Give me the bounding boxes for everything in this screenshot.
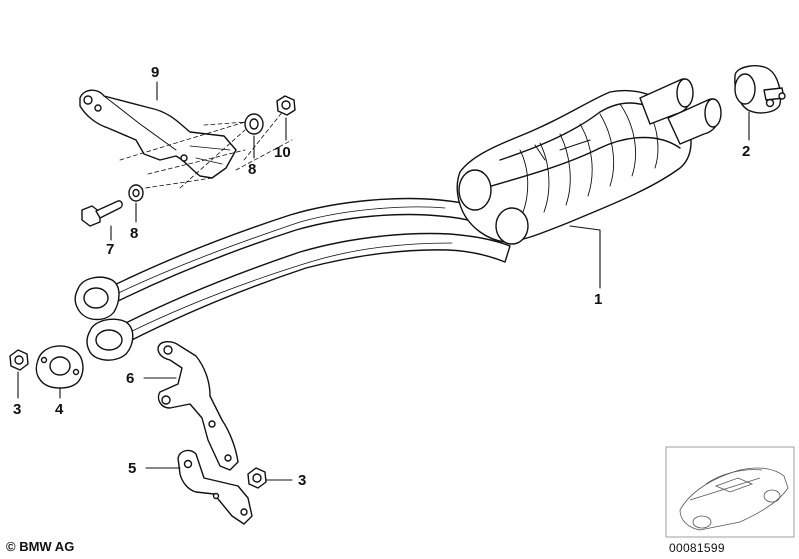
callout-2: 2 bbox=[742, 143, 750, 160]
callout-5: 5 bbox=[128, 460, 136, 477]
callout-4: 4 bbox=[55, 401, 64, 418]
hanger-bracket bbox=[79, 89, 237, 179]
assembly-dash-lines bbox=[119, 109, 293, 191]
drawing-number: 00081599 bbox=[669, 541, 725, 555]
callout-8-lower: 8 bbox=[130, 225, 138, 242]
washer-8-lower bbox=[128, 184, 144, 202]
callout-8-upper: 8 bbox=[248, 161, 256, 178]
nut-3-lower bbox=[247, 467, 267, 489]
callout-3-left: 3 bbox=[13, 401, 21, 418]
front-pipe-assembly bbox=[74, 197, 511, 361]
bolt-7 bbox=[81, 200, 123, 227]
exhaust-clamp bbox=[734, 65, 786, 114]
gasket bbox=[35, 345, 84, 389]
callout-1: 1 bbox=[594, 291, 602, 308]
support-bracket-5 bbox=[177, 449, 253, 525]
vehicle-locator-inset bbox=[665, 446, 795, 538]
copyright-text: © BMW AG bbox=[6, 539, 75, 554]
washer-8-upper bbox=[244, 113, 264, 135]
tail-pipes bbox=[639, 78, 722, 145]
callout-labels: 1 2 3 3 4 5 6 7 8 8 9 10 bbox=[13, 64, 750, 489]
callout-9: 9 bbox=[151, 64, 159, 81]
muffler bbox=[456, 89, 692, 245]
callout-10: 10 bbox=[274, 144, 291, 161]
callout-3-right: 3 bbox=[298, 472, 306, 489]
callout-6: 6 bbox=[126, 370, 134, 387]
support-bracket-6 bbox=[157, 341, 239, 471]
nut-10 bbox=[276, 95, 296, 116]
leader-lines bbox=[17, 81, 750, 481]
nut-3-left bbox=[9, 349, 29, 371]
callout-7: 7 bbox=[106, 241, 114, 258]
